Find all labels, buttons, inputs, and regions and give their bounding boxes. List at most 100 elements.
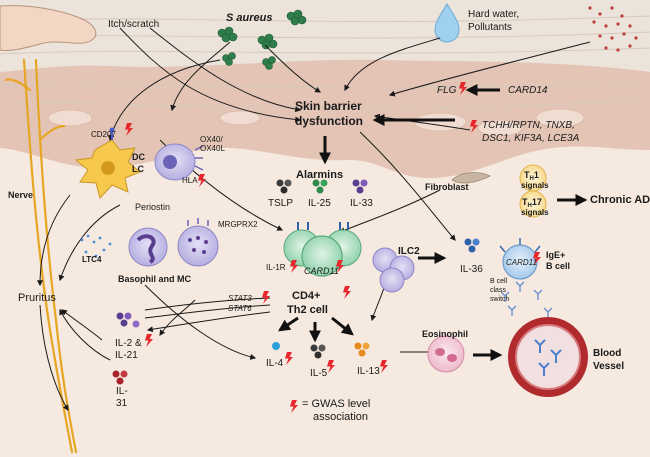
- signal-lines: [144, 297, 271, 319]
- eosinophil-nucleus-left: [435, 348, 445, 356]
- genes-line1: TCHH/RPTN, TNXB,: [482, 120, 575, 131]
- gwas-legend-label-2: association: [313, 411, 368, 423]
- chronic-ad-label: Chronic AD: [590, 194, 650, 206]
- fibroblast-icon: [451, 172, 491, 184]
- dc-label: DC: [132, 152, 145, 162]
- il4-label: IL-4: [266, 358, 284, 369]
- card11-th2-cells: [283, 222, 362, 277]
- th17-label: TH17: [522, 197, 542, 209]
- stat6-label: STAT6: [228, 304, 252, 313]
- il5-molecules: [310, 344, 326, 359]
- card11-bcell-label: CARD11: [506, 258, 537, 267]
- blood-label: Blood: [593, 348, 621, 359]
- eosinophil-nucleus-right: [447, 354, 457, 362]
- alarmins-label: Alarmins: [296, 169, 343, 181]
- stat3-label: STAT3: [228, 294, 252, 303]
- vessel-label: Vessel: [593, 361, 624, 372]
- il33-molecules: [352, 179, 368, 194]
- mast-cell-granules: [188, 236, 208, 254]
- il4-molecule: [272, 342, 280, 350]
- ige-label-2: B cell: [546, 261, 570, 271]
- ox40-receptors: [194, 145, 204, 171]
- b-cell-class-label-1: B cell: [490, 278, 508, 285]
- tslp-molecules: [276, 179, 292, 194]
- mast-cell-icon: [177, 225, 219, 267]
- lc-label: LC: [132, 164, 144, 174]
- flg-label: FLG: [437, 85, 457, 96]
- gwas-legend-label: = GWAS level: [302, 398, 370, 410]
- hand-icon: [0, 5, 97, 51]
- il13-molecules: [354, 342, 370, 357]
- il2-label: IL-2 &: [115, 338, 142, 349]
- il31-label-2: 31: [116, 398, 128, 409]
- il21-label: IL-21: [115, 350, 138, 361]
- ige-label-1: IgE+: [546, 250, 565, 260]
- basophil-nucleus: [136, 234, 156, 264]
- mrgprx2-receptors: [187, 218, 209, 226]
- b-cell-class-label-3: switch: [490, 296, 510, 303]
- ilc2-label: ILC2: [398, 246, 420, 257]
- s-aureus-clusters-icon: [217, 9, 307, 70]
- th17-signals-label: signals: [521, 208, 549, 217]
- il36-label: IL-36: [460, 264, 483, 275]
- skin-barrier-label: Skin barrier: [295, 99, 362, 113]
- blood-vessel-lumen: [515, 324, 581, 390]
- eosinophil-icon: [427, 335, 465, 373]
- il2-return-arrow: [146, 311, 271, 333]
- ltc4-label: LTC4: [82, 255, 102, 264]
- il5-label: IL-5: [310, 368, 328, 379]
- keratinocytes: [47, 108, 585, 137]
- th1-label: TH1: [524, 170, 539, 182]
- pollutant-dots-icon: [588, 6, 638, 52]
- il1r-label: IL-1R: [266, 263, 286, 272]
- th1-signals-label: signals: [521, 181, 549, 190]
- eosinophil-label: Eosinophil: [422, 329, 468, 339]
- basophil-mc-label: Basophil and MC: [118, 274, 192, 284]
- il2-il21-molecules: [116, 312, 140, 328]
- il33-label: IL-33: [350, 198, 373, 209]
- vessel-antibodies: [534, 339, 562, 376]
- nerve-label: Nerve: [8, 190, 33, 200]
- hla-label: HLA: [182, 176, 198, 185]
- periostin-label: Periostin: [135, 202, 170, 212]
- ilc2-cells-icon: [372, 247, 415, 293]
- hard-water-label: Hard water,: [468, 9, 519, 20]
- th17-signal-icon: [519, 190, 547, 218]
- basophil-cell-icon: [128, 227, 168, 267]
- b-cell-class-label-2: class: [490, 287, 506, 294]
- il31-molecules: [112, 370, 128, 385]
- cd4-label: CD4+: [292, 290, 320, 302]
- dendritic-cell-nucleus: [101, 161, 115, 175]
- water-drop-icon: [434, 3, 460, 43]
- hla-cell-nucleus: [163, 155, 177, 169]
- stratum-corneum: [0, 0, 650, 72]
- nerve-fibers: [4, 58, 78, 454]
- mrgprx2-label: MRGPRX2: [218, 220, 258, 229]
- dysfunction-label: dysfunction: [295, 114, 363, 128]
- major-arrows: [278, 84, 588, 361]
- cd207-receptor-tip: [109, 127, 115, 133]
- ox40l-label: OX40L: [200, 144, 225, 153]
- ltc4-molecules: [80, 234, 112, 258]
- il31-label-1: IL-: [116, 386, 128, 397]
- cd207-label: CD207: [91, 130, 116, 139]
- tslp-label: TSLP: [268, 198, 293, 209]
- ox40-label: OX40/: [200, 135, 223, 144]
- th2-cell-label: Th2 cell: [287, 304, 328, 316]
- b-cell-receptors: [499, 238, 541, 253]
- il25-molecules: [312, 179, 328, 194]
- card11-th2-label: CARD11: [304, 266, 339, 276]
- s-aureus-label: S aureus: [226, 12, 272, 24]
- il13-label: IL-13: [357, 366, 380, 377]
- ige-antibodies-icon: [500, 281, 553, 318]
- pruritus-label: Pruritus: [18, 292, 56, 304]
- genes-line2: DSC1, KIF3A, LCE3A: [482, 133, 580, 144]
- card14-label: CARD14: [508, 85, 548, 96]
- itch-label: Itch/scratch: [108, 19, 159, 30]
- fibroblast-label: Fibroblast: [425, 182, 469, 192]
- il25-label: IL-25: [308, 198, 331, 209]
- pollutants-label: Pollutants: [468, 22, 512, 33]
- il36-molecules: [464, 238, 480, 253]
